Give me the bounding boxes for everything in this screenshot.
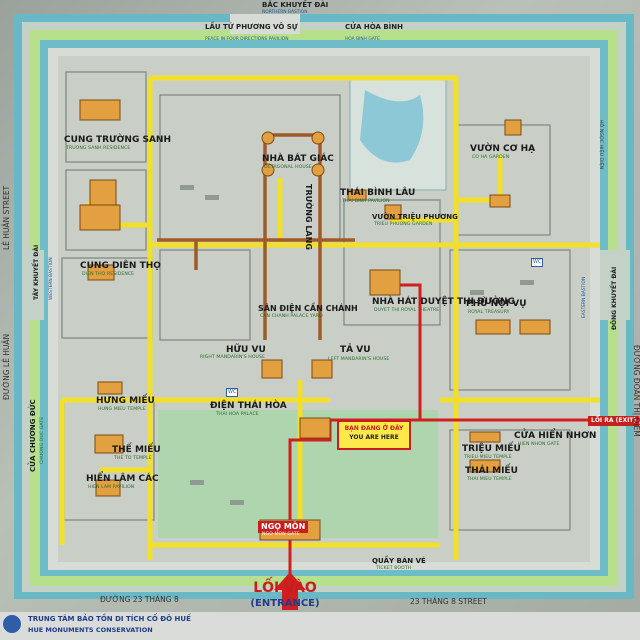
west-bastion-label: TÂY KHUYẾT ĐÀI <box>33 244 40 300</box>
four-dir-pavilion-en: PEACE IN FOUR DIRECTIONS PAVILION <box>205 37 289 42</box>
four-dir-pavilion-label: LẦU TỨ PHƯƠNG VÔ SỰ <box>205 23 298 31</box>
ticket-booth-en: TICKET BOOTH <box>376 566 412 571</box>
east-bastion-label: ĐÔNG KHUYẾT ĐÀI <box>611 266 618 330</box>
hung-mieu-label: HƯNG MIẾU <box>96 396 155 406</box>
logo-icon <box>3 615 21 633</box>
entrance-vi: LỐI VÀO <box>253 580 317 596</box>
wc-icon-2: WC <box>226 388 239 397</box>
dien-thai-hoa-label: ĐIỆN THÁI HÒA <box>210 401 287 411</box>
huu-vu-label: HỮU VU <box>226 345 266 355</box>
footer-line2: HUE MONUMENTS CONSERVATION <box>28 626 153 634</box>
phu-noi-vu-label: PHỦ NỘI VỤ <box>466 299 527 309</box>
east-bastion-en: EASTERN BASTION <box>582 276 587 318</box>
ticket-booth-label: QUẦY BÁN VÉ <box>372 557 426 565</box>
dien-tho-en: DIEN THO RESIDENCE <box>82 272 135 277</box>
entrance-en: (ENTRANCE) <box>250 598 320 609</box>
phu-noi-vu-en: ROYAL TREASURY <box>468 310 510 315</box>
entrance-block: LỐI VÀO (ENTRANCE) <box>235 580 335 609</box>
north-bastion-en: NORTHERN BASTION <box>262 10 308 15</box>
huu-vu-en: RIGHT MANDARIN'S HOUSE <box>200 355 266 360</box>
thai-mieu-label: THÁI MIẾU <box>465 466 518 476</box>
street-23-thang-8-right: 23 THÁNG 8 STREET <box>410 597 487 606</box>
street-le-huan-road: ĐƯỜNG LÊ HUÂN <box>2 333 11 400</box>
hien-lam-cac-en: HIEN LAM PAVILION <box>88 485 135 490</box>
street-doan-thi-diem: ĐƯỜNG ĐOÀN THỊ ĐIỂM <box>632 345 640 437</box>
exit-label: LỐI RA (EXIT) <box>588 416 640 426</box>
street-small-right: HỒ NGỌC HIỆU DIỆN <box>598 120 603 170</box>
duyet-thi-en: DUYET THI ROYAL THEATRE <box>374 308 440 313</box>
entrance-arrow-icon <box>274 572 306 610</box>
can-chanh-en: CAN CHANH PALACE YARD <box>260 314 323 319</box>
hoa-binh-gate-label: CỬA HÒA BÌNH <box>345 23 403 31</box>
bat-giac-en: OCTAGONAL HOUSE <box>264 165 312 170</box>
hoa-binh-gate-en: HOA BINH GATE <box>345 37 380 42</box>
street-le-huan: LÊ HUÂN STREET <box>2 185 11 250</box>
footer-line1: TRUNG TÂM BẢO TỒN DI TÍCH CỐ ĐÔ HUẾ <box>28 615 191 623</box>
dien-thai-hoa-en: THAI HOA PALACE <box>216 412 259 417</box>
trieu-mieu-en: TRIEU MIEU TEMPLE <box>464 455 512 460</box>
ngo-mon-label: NGỌ MÔN <box>258 521 309 533</box>
vuon-co-ha-en: CO HA GARDEN <box>472 155 510 160</box>
you-are-here-vi: BẠN ĐANG Ở ĐÂY <box>344 425 404 432</box>
ngo-mon-en: NGO MON GATE <box>262 532 300 537</box>
you-are-here-marker: BẠN ĐANG Ở ĐÂY YOU ARE HERE <box>337 420 411 450</box>
truong-sanh-label: CUNG TRƯỜNG SANH <box>64 135 171 145</box>
street-23-thang-8-left: ĐƯỜNG 23 THÁNG 8 <box>100 595 179 604</box>
truong-lang-label: TRƯỜNG LANG <box>304 184 313 250</box>
vuon-trieu-phuong-en: TRIEU PHUONG GARDEN <box>374 222 433 227</box>
thai-binh-lau-en: THAI BINH PAVILION <box>342 199 390 204</box>
chuong-duc-en: CHUONG DUC GATE <box>40 416 45 464</box>
thai-mieu-en: THAI MIEU TEMPLE <box>467 477 512 482</box>
hien-lam-cac-label: HIỂN LÂM CÁC <box>86 474 159 484</box>
wc-icon: WC <box>531 258 544 267</box>
north-bastion-label: BẮC KHUYẾT ĐÀI <box>262 1 329 9</box>
you-are-here-en: YOU ARE HERE <box>349 434 399 441</box>
hien-nhon-en: HIEN NHON GATE <box>518 442 560 447</box>
the-mieu-label: THẾ MIẾU <box>112 445 161 455</box>
west-bastion-en: WESTERN BASTION <box>49 257 54 300</box>
bat-giac-label: NHÀ BÁT GIÁC <box>262 154 334 164</box>
truong-sanh-en: TRUONG SANH RESIDENCE <box>66 146 131 151</box>
hung-mieu-en: HUNG MIEU TEMPLE <box>98 407 146 412</box>
ta-vu-label: TẢ VU <box>340 345 371 355</box>
ta-vu-en: LEFT MANDARIN'S HOUSE <box>328 357 390 362</box>
the-mieu-en: THE TO TEMPLE <box>114 456 152 461</box>
trieu-mieu-label: TRIỆU MIẾU <box>462 444 521 454</box>
vuon-trieu-phuong-label: VƯỜN TRIỆU PHƯƠNG <box>372 213 458 221</box>
dien-tho-label: CUNG DIÊN THỌ <box>80 261 161 271</box>
hien-nhon-label: CỬA HIỂN NHƠN <box>514 431 597 441</box>
vuon-co-ha-label: VƯỜN CƠ HẠ <box>470 144 536 154</box>
can-chanh-label: SÂN ĐIỆN CẦN CHÁNH <box>258 304 358 313</box>
duyet-thi-label: NHÀ HÁT DUYỆT THỊ ĐƯỜNG <box>372 297 515 307</box>
chuong-duc-label: CỬA CHƯƠNG ĐỨC <box>29 399 37 472</box>
thai-binh-lau-label: THÁI BÌNH LÂU <box>340 188 416 198</box>
